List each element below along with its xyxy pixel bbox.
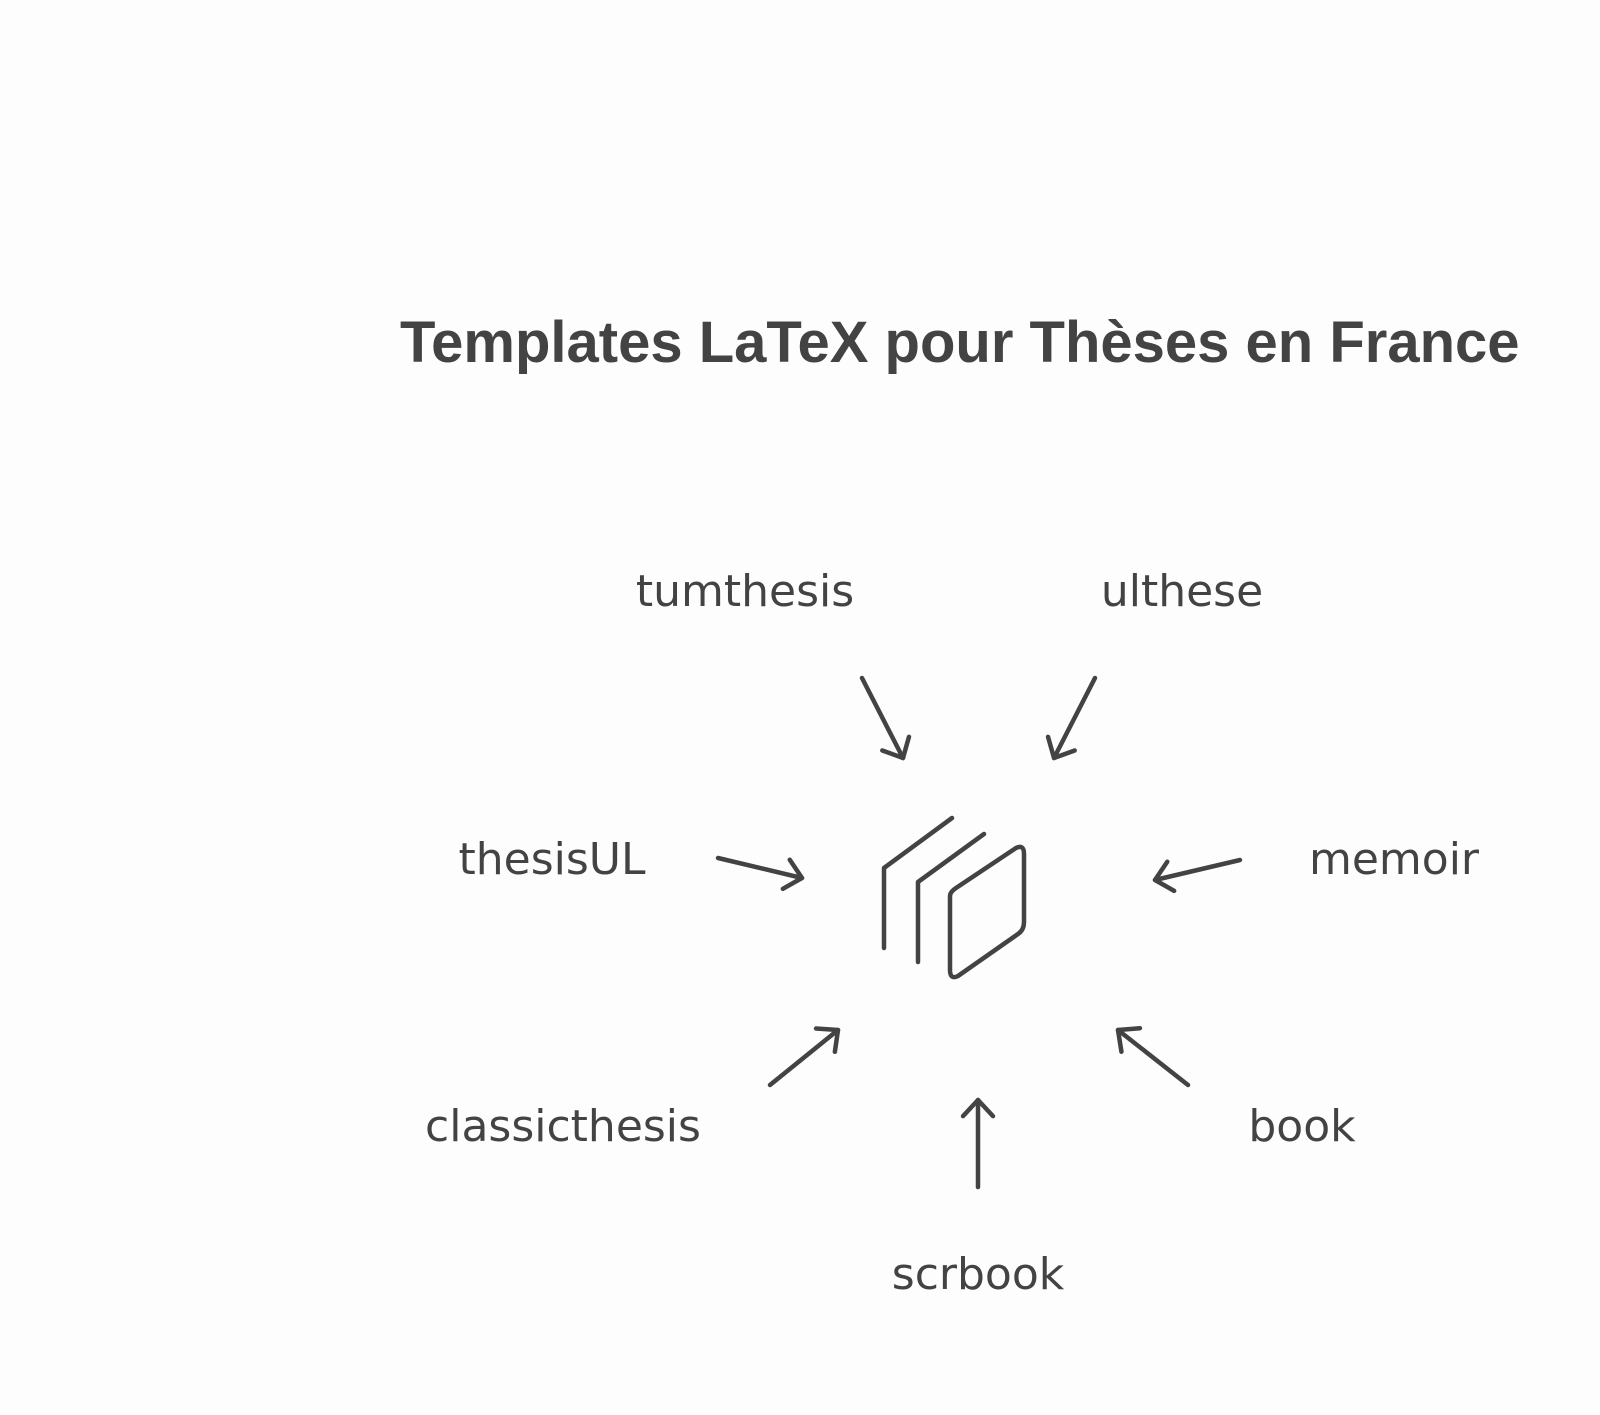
arrow-tumthesis <box>859 675 912 761</box>
arrow-head <box>880 734 912 761</box>
template-label-memoir: memoir <box>1308 834 1480 885</box>
arrow-head <box>813 1026 841 1055</box>
arrow-shaft <box>715 855 805 881</box>
arrow-shaft <box>767 1027 841 1088</box>
arrow-head <box>1115 1025 1143 1054</box>
arrow-head <box>1045 734 1077 761</box>
document-sheet-front <box>947 844 1027 980</box>
arrow-memoir <box>1152 857 1243 894</box>
arrow-shaft <box>1152 857 1243 883</box>
document-sheet-back <box>881 815 955 951</box>
template-label-classicthesis: classicthesis <box>425 1101 701 1152</box>
arrow-shaft <box>1115 1027 1191 1088</box>
arrow-head <box>1152 859 1177 894</box>
arrow-scrbook <box>960 1097 996 1190</box>
template-label-thesisUL: thesisUL <box>458 834 646 885</box>
arrow-classicthesis <box>767 1026 841 1088</box>
document-sheet-middle <box>915 831 987 965</box>
arrow-book <box>1115 1025 1191 1088</box>
stacked-documents-icon <box>881 815 1027 980</box>
template-label-book: book <box>1248 1101 1356 1152</box>
arrow-shaft <box>859 675 906 761</box>
template-label-scrbook: scrbook <box>891 1249 1065 1300</box>
arrows-group <box>715 675 1243 1190</box>
template-label-ulthese: ulthese <box>1100 566 1264 617</box>
template-label-tumthesis: tumthesis <box>635 566 855 617</box>
arrow-thesisUL <box>715 855 805 892</box>
diagram-title: Templates LaTeX pour Thèses en France <box>400 310 1520 375</box>
arrow-head <box>960 1097 996 1119</box>
arrow-shaft <box>1051 675 1098 761</box>
arrow-head <box>780 857 805 892</box>
arrow-ulthese <box>1045 675 1098 761</box>
